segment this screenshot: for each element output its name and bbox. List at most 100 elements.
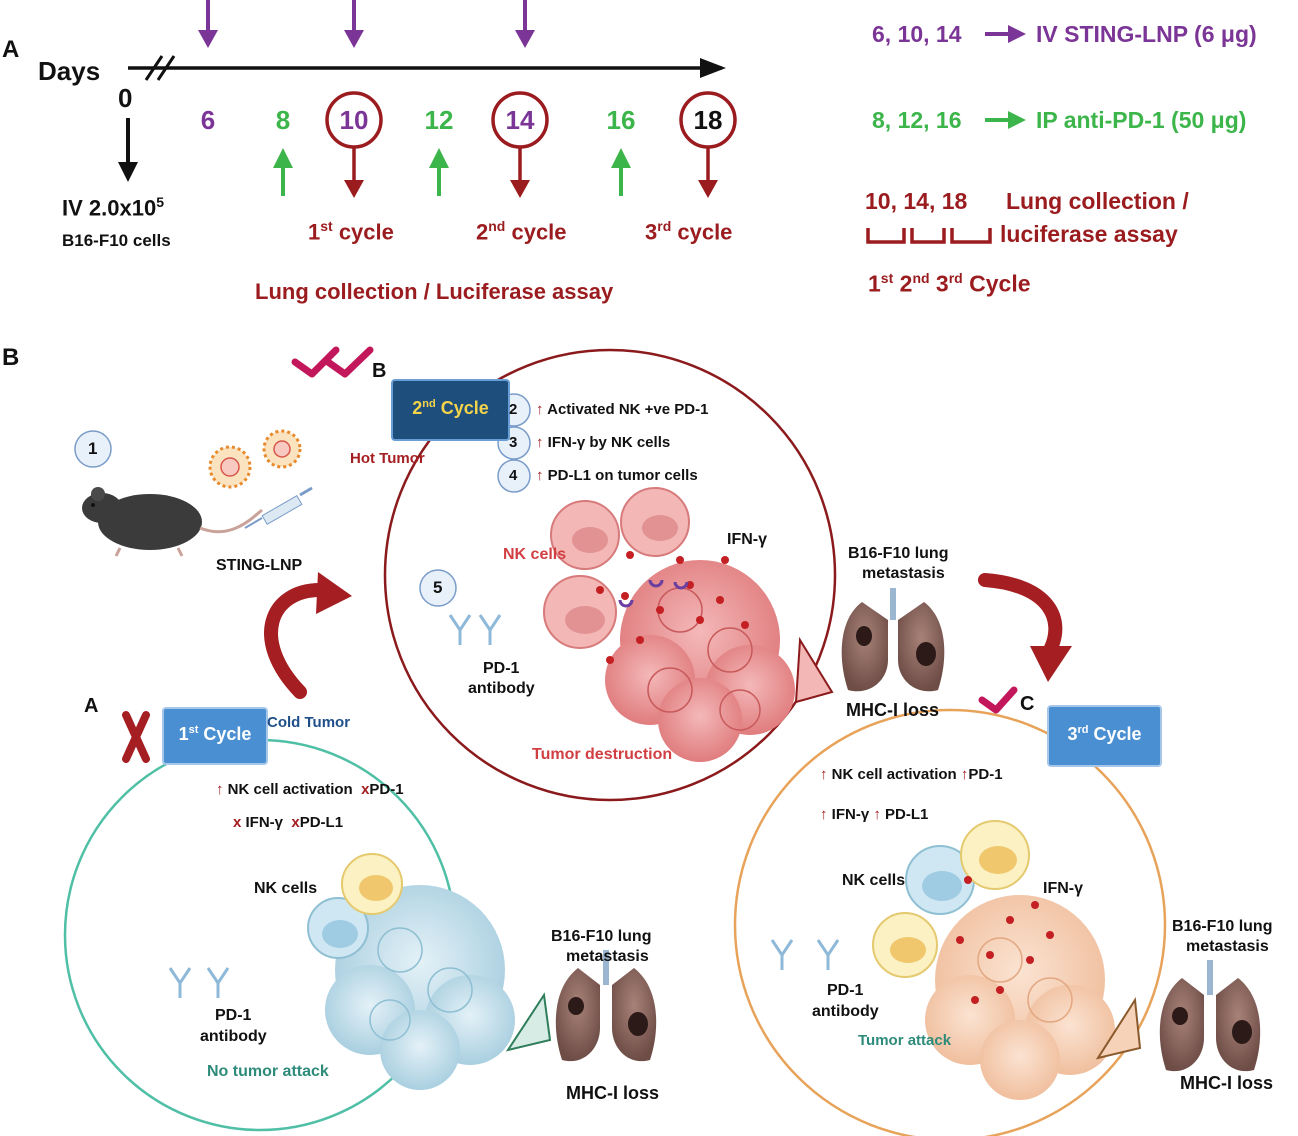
cycle1-line2: x IFN-γ xPD-L1 <box>233 814 344 831</box>
cycle2-nk-nuclei <box>565 515 678 634</box>
cycle2-pd1-label1: PD-1 <box>483 660 520 677</box>
cycle2-receptors <box>618 579 689 608</box>
cycle1-pd1-antibodies <box>168 967 230 998</box>
cycle2-circle <box>383 348 837 802</box>
lung-left-title2: metastasis <box>566 948 649 965</box>
legend-sting-text: IV STING-LNP (6 μg) <box>1036 21 1257 47</box>
cycle3-pd1-label2: antibody <box>812 1003 879 1020</box>
cycle1-nk-cells <box>307 853 403 959</box>
day-10: 10 <box>339 105 369 135</box>
cycle-3-label: 3rd cycle <box>645 218 733 245</box>
tumor-attack-label: Tumor attack <box>858 1032 952 1049</box>
cold-tumor-label: Cold Tumor <box>267 714 351 731</box>
lung-left-title1: B16-F10 lung <box>551 928 652 945</box>
day-6: 6 <box>200 105 216 135</box>
lung-mid-title2: metastasis <box>862 565 945 582</box>
lung-right-title1: B16-F10 lung <box>1172 918 1273 935</box>
timeline-arrowhead <box>700 58 726 78</box>
legend-arrow-sting <box>985 25 1026 43</box>
panel-a-label: A <box>2 36 20 63</box>
inoculation-dose: IV 2.0x105 <box>62 194 164 221</box>
lung-left-loss: MHC-I loss <box>566 1083 660 1103</box>
sting-lnp-label: STING-LNP <box>216 557 303 574</box>
x-mark-icon <box>122 711 150 763</box>
cycle1-pd1-label1: PD-1 <box>215 1007 252 1024</box>
mouse-illustration <box>82 487 263 557</box>
sting-arrow-day6 <box>198 0 218 48</box>
cycle2-step3-num: 3 <box>509 434 518 451</box>
step-bubbles <box>74 393 531 607</box>
callout-cycle3 <box>1095 997 1142 1060</box>
cycle1-box <box>162 707 268 765</box>
sting-arrow-day14 <box>515 0 535 48</box>
collection-pin-day18 <box>679 91 737 198</box>
lung-mid <box>841 588 945 692</box>
cycle2-corner-letter: B <box>372 360 387 382</box>
lung-mid-title1: B16-F10 lung <box>848 545 949 562</box>
sting-arrow-day10 <box>344 0 364 48</box>
cycle1-nk-label: NK cells <box>254 880 318 897</box>
collection-pin-day14 <box>491 91 549 198</box>
legend-pd1-text: IP anti-PD-1 (50 μg) <box>1036 107 1247 133</box>
step-1: 1 <box>88 439 98 458</box>
axis-break-2 <box>156 55 176 81</box>
cycle2-step4-text: ↑ PD-L1 on tumor cells <box>536 467 698 484</box>
day-8: 8 <box>275 105 291 135</box>
lnp-particle-2 <box>262 429 302 469</box>
cycle3-box-label: 3rd Cycle <box>1067 724 1142 744</box>
lung-right-loss: MHC-I loss <box>1180 1073 1274 1093</box>
day-14: 14 <box>505 105 535 135</box>
cycle1-line1: ↑ NK cell activation xPD-1 <box>216 781 404 798</box>
cycle3-line2: ↑ IFN-γ ↑ PD-L1 <box>820 806 929 823</box>
cycle2-box-label: 2nd Cycle <box>412 398 489 418</box>
legend-pd1-days: 8, 12, 16 <box>872 107 962 133</box>
cycle2-step2-text: ↑ Activated NK +ve PD-1 <box>536 401 709 418</box>
collection-caption: Lung collection / Luciferase assay <box>255 279 614 304</box>
days-label: Days <box>38 56 101 86</box>
axis-break-1 <box>144 55 164 81</box>
lung-right <box>1159 960 1261 1072</box>
cycle2-tumor-mass <box>605 560 795 762</box>
legend-lung-days: 10, 14, 18 <box>865 188 968 214</box>
lung-left <box>555 950 657 1062</box>
legend-lung-text2: luciferase assay <box>1000 221 1178 247</box>
cycle2-ifn-label: IFN-γ <box>727 531 767 548</box>
panel-b-label: B <box>2 344 20 371</box>
cycle3-ifn-dots <box>956 876 1054 1004</box>
double-check-icon <box>291 346 374 378</box>
cycle3-pd1-label1: PD-1 <box>827 982 864 999</box>
cycle3-box <box>1047 705 1162 767</box>
day0-arrow <box>118 118 138 182</box>
cycle3-line1: ↑ NK cell activation ↑PD-1 <box>820 766 1003 783</box>
cycle3-tumor-mass <box>925 895 1115 1100</box>
legend-lung-text1: Lung collection / <box>1006 188 1189 214</box>
cycle2-pd1-label2: antibody <box>468 680 535 697</box>
cycle3-nk-cells <box>872 820 1030 978</box>
legend-sting-days: 6, 10, 14 <box>872 21 962 47</box>
pd1-arrow-day12 <box>429 148 449 196</box>
cycle1-pd1-label2: antibody <box>200 1028 267 1045</box>
day-18: 18 <box>693 105 723 135</box>
cycle2-nk-label: NK cells <box>503 546 567 563</box>
inoculation-cells: B16-F10 cells <box>62 231 171 250</box>
no-tumor-attack-label: No tumor attack <box>207 1063 329 1080</box>
tumor-destruction-label: Tumor destruction <box>532 746 673 763</box>
pd1-arrow-day8 <box>273 148 293 196</box>
cycle1-tumor-mass <box>325 885 515 1090</box>
day-16: 16 <box>606 105 636 135</box>
lung-right-title2: metastasis <box>1186 938 1269 955</box>
lung-mid-loss: MHC-I loss <box>846 700 940 720</box>
cycle2-ifn-dots <box>596 551 749 664</box>
cycle3-nk-label: NK cells <box>842 872 906 889</box>
day-zero: 0 <box>118 83 133 113</box>
step-5: 5 <box>433 578 443 597</box>
legend-cycle-row: 1st 2nd 3rd Cycle <box>868 270 1031 297</box>
cycle2-step3-text: ↑ IFN-γ by NK cells <box>536 434 671 451</box>
legend-brackets <box>866 228 992 244</box>
cycle-2-label: 2nd cycle <box>476 218 567 245</box>
cycle2-step2-num: 2 <box>509 401 518 418</box>
transition-arrow-1-to-2 <box>264 583 327 699</box>
cycle3-ifn-label: IFN-γ <box>1043 880 1083 897</box>
day-12: 12 <box>424 105 454 135</box>
